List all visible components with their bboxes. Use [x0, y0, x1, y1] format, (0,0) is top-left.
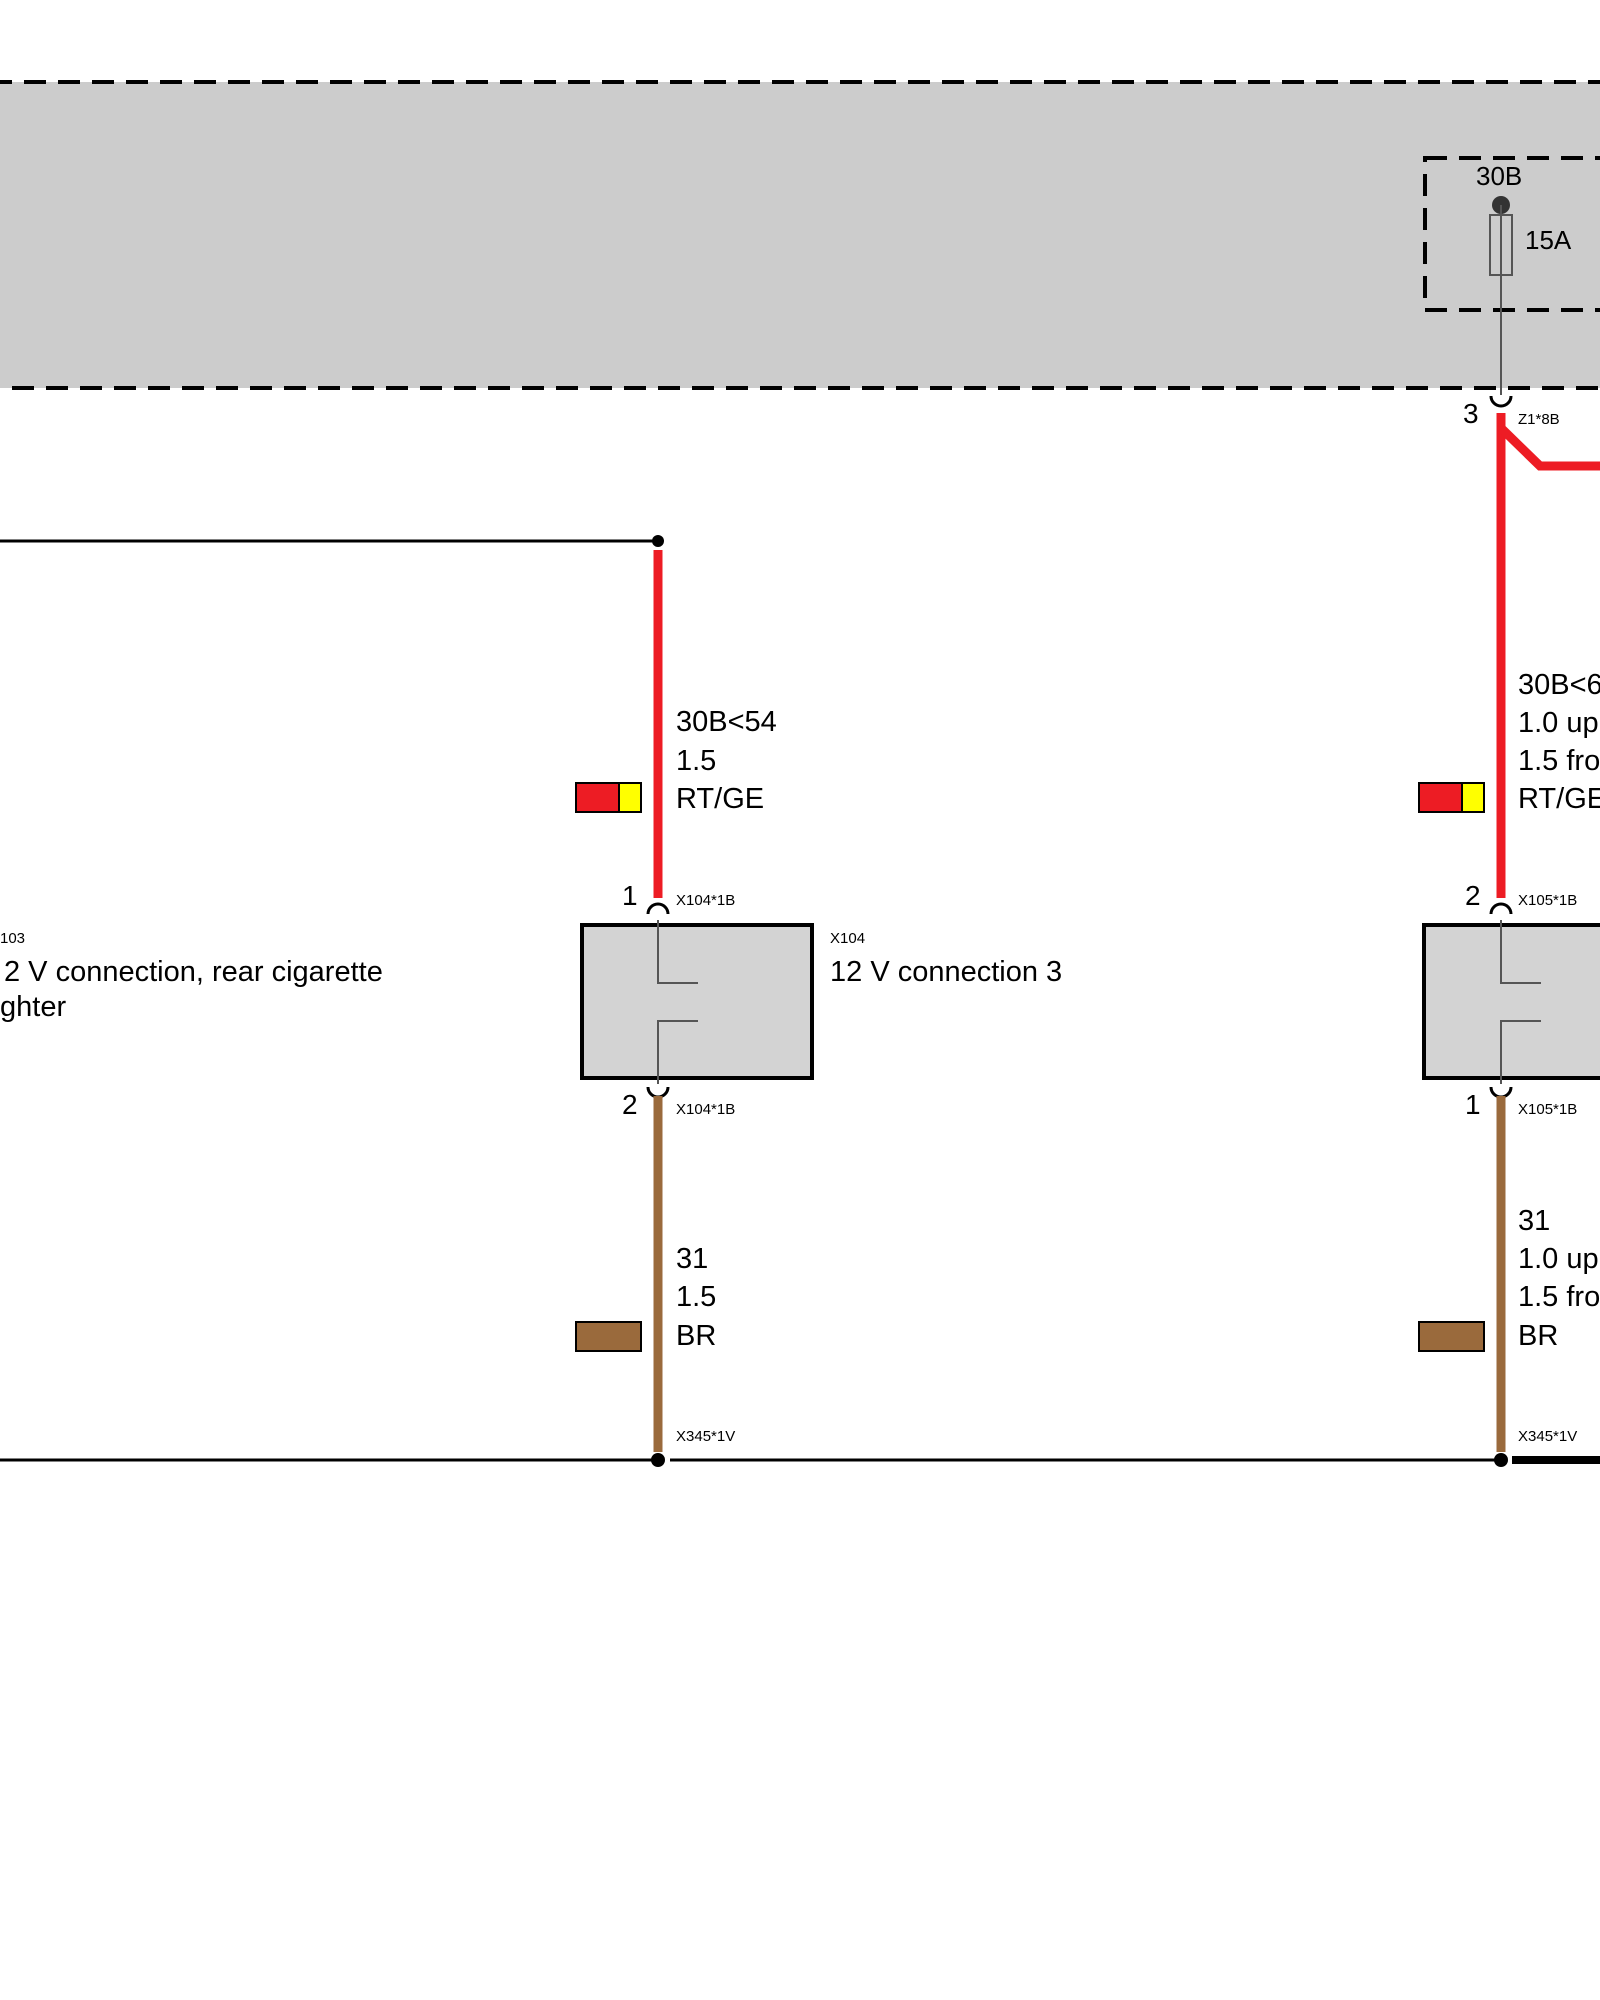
color-swatch-brown-right: [1418, 1321, 1485, 1352]
x105-bottom-connector: X105*1B: [1518, 1101, 1577, 1118]
wire-left-top-line-2: 1.5: [676, 745, 716, 777]
wire-left-bottom-line-1: 31: [676, 1243, 708, 1275]
ground-right-connector: X345*1V: [1518, 1428, 1577, 1445]
wire-left-top-line-1: 30B<54: [676, 706, 777, 738]
connector-x104: [580, 923, 814, 1080]
color-swatch-brown-left: [575, 1321, 642, 1352]
splice-pin-label: 3: [1463, 398, 1479, 429]
wire-right-top-line-2: 1.0 up: [1518, 707, 1599, 739]
x105-bottom-pin: 1: [1465, 1089, 1481, 1120]
x105-top-connector: X105*1B: [1518, 892, 1577, 909]
color-swatch-red-left: [575, 782, 620, 813]
x104-id: X104: [830, 930, 865, 947]
x104-contact-top: [657, 920, 698, 984]
wire-left-top-line-3: RT/GE: [676, 783, 764, 815]
fuse-terminal-label: 30B: [1476, 161, 1522, 191]
wire-left-bottom-line-2: 1.5: [676, 1281, 716, 1313]
wire-left-bottom-line-3: BR: [676, 1320, 716, 1352]
x104-bottom-pin: 2: [622, 1089, 638, 1120]
x104-contact-bottom: [657, 1020, 698, 1084]
color-swatch-red-right: [1418, 782, 1463, 813]
wire-right-red-branch: [1497, 424, 1600, 471]
junction-dot-top: [652, 535, 664, 547]
control-unit-housing: [0, 80, 1600, 390]
x103-name-line-1: 2 V connection, rear cigarette: [4, 956, 383, 988]
junction-dot-ground-right: [1494, 1453, 1508, 1467]
color-swatch-yellow-right: [1461, 782, 1485, 813]
x103-name-line-2: ghter: [0, 991, 66, 1023]
x104-top-connector: X104*1B: [676, 892, 735, 909]
x105-cup-top: [1489, 902, 1513, 915]
splice-connector-label: Z1*8B: [1518, 411, 1560, 428]
x104-cup-top: [646, 902, 670, 915]
junction-dot-ground-left: [651, 1453, 665, 1467]
connector-cup-z1: [1489, 395, 1513, 408]
x105-cup-bottom: [1489, 1086, 1513, 1099]
color-swatch-yellow-left: [618, 782, 642, 813]
x104-bottom-connector: X104*1B: [676, 1101, 735, 1118]
wire-right-bottom-line-1: 31: [1518, 1205, 1550, 1237]
wire-right-bottom-line-2: 1.0 up: [1518, 1243, 1599, 1275]
wire-right-bottom-line-3: 1.5 fro: [1518, 1281, 1600, 1313]
x104-top-pin: 1: [622, 880, 638, 911]
x105-top-pin: 2: [1465, 880, 1481, 911]
wire-right-top-line-1: 30B<6: [1518, 669, 1600, 701]
x104-cup-bottom: [646, 1086, 670, 1099]
wire-right-top-line-4: RT/GE: [1518, 783, 1600, 815]
fuse-rating-label: 15A: [1525, 225, 1572, 255]
x104-name: 12 V connection 3: [830, 956, 1062, 988]
x105-contact-top: [1500, 920, 1541, 984]
x103-id: 103: [0, 930, 25, 947]
connector-x105: [1422, 923, 1600, 1080]
x105-contact-bottom: [1500, 1020, 1541, 1084]
ground-left-connector: X345*1V: [676, 1428, 735, 1445]
wire-right-top-line-3: 1.5 fro: [1518, 745, 1600, 777]
wire-right-bottom-line-4: BR: [1518, 1320, 1558, 1352]
